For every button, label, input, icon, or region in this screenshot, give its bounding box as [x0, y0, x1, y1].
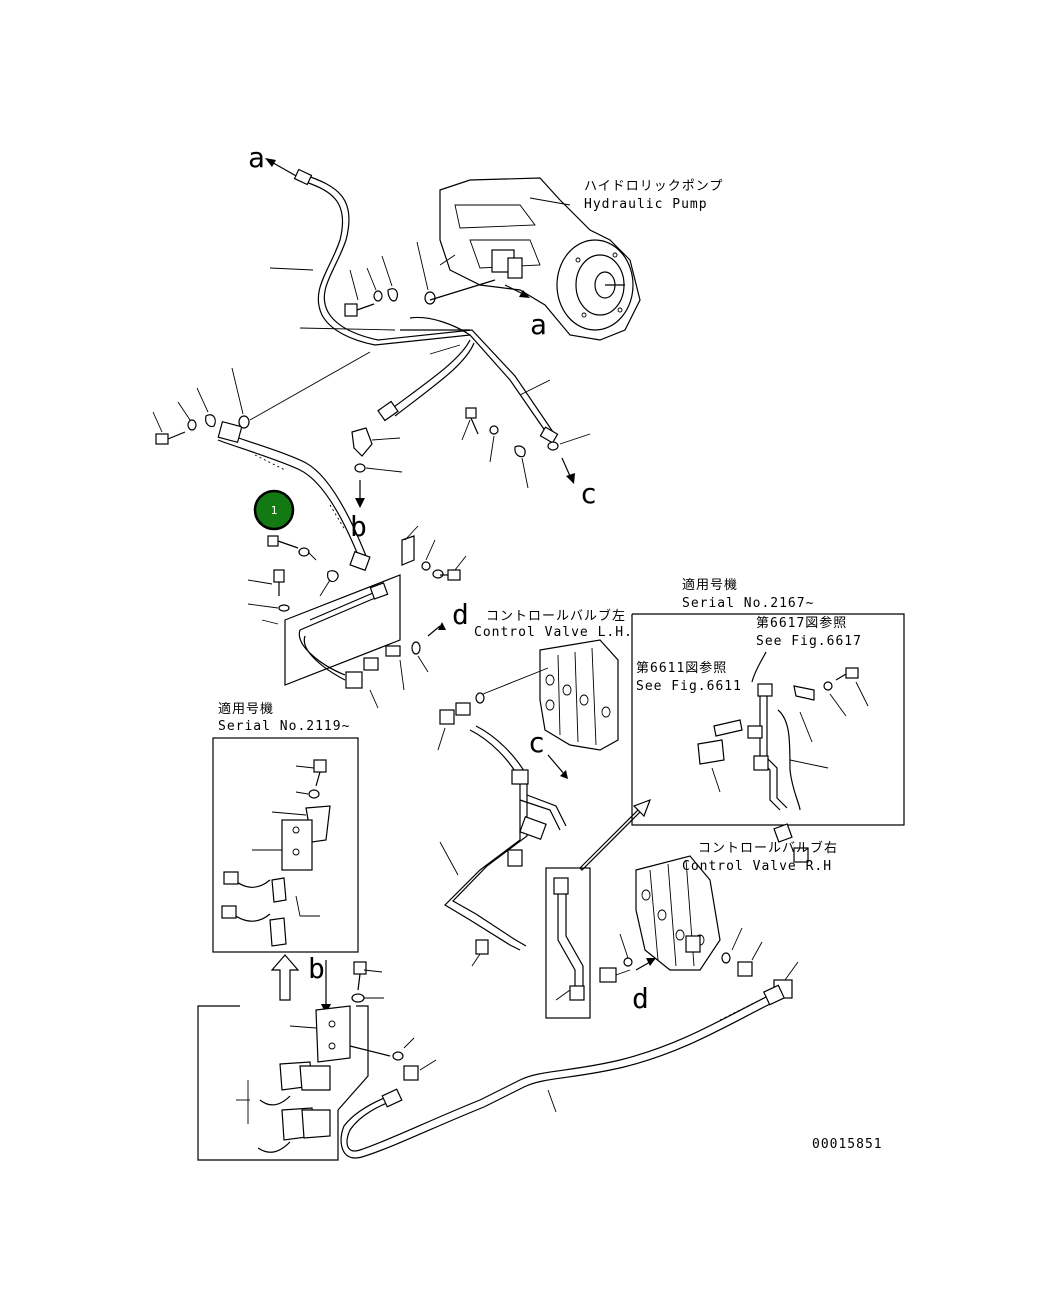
callout-1[interactable]: 1 — [253, 489, 295, 531]
clamp-right-upper — [514, 445, 529, 489]
letter-b-mid: b — [350, 510, 367, 543]
letter-a-top: a — [248, 141, 265, 174]
elbow-fitting-b — [351, 427, 403, 473]
bolt-bracket-3 — [440, 555, 467, 581]
inset-box-serial-2119 — [212, 737, 359, 953]
inset-2119-parts — [221, 759, 331, 947]
washer-bracket-2 — [247, 603, 290, 612]
bolt-bracket-2 — [247, 569, 285, 596]
pipe-box-rh — [545, 867, 591, 1019]
see-6617-label-en: See Fig.6617 — [756, 634, 862, 649]
solenoid-block-bottom — [236, 961, 437, 1153]
oring-top-1 — [416, 241, 436, 305]
control-valve-rh — [635, 855, 721, 971]
hydraulic-pump — [429, 177, 641, 341]
hose-top — [269, 168, 379, 346]
inset-box-serial-2167 — [631, 613, 905, 826]
serial-2167-label-en: Serial No.2167~ — [682, 596, 814, 611]
clamp-left-upper — [196, 387, 216, 428]
hydraulic-pump-label-jp: ハイドロリックポンプ — [584, 179, 723, 194]
letter-c-mid: c — [528, 726, 545, 759]
clamp-bracket-1 — [319, 570, 339, 597]
arrow-a-top — [265, 158, 299, 178]
bolt-left-upper — [152, 411, 186, 445]
arrow-to-inset-2167 — [579, 798, 652, 871]
letter-c-right: c — [580, 477, 597, 510]
letter-d-low: d — [632, 982, 649, 1015]
serial-2119-label-en: Serial No.2119~ — [218, 719, 350, 734]
control-valve-rh-label-jp: コントロールバルブ右 — [698, 840, 838, 856]
pipe-left-upper — [217, 420, 371, 572]
control-valve-rh-label-en: Control Valve R.H — [682, 859, 832, 874]
control-valve-lh-label-en: Control Valve L.H. — [474, 625, 633, 640]
bolt-top-1 — [344, 269, 375, 317]
serial-2167-label-jp: 適用号機 — [682, 577, 738, 593]
serial-2119-label-jp: 適用号機 — [218, 701, 274, 717]
arrow-c-mid — [547, 754, 568, 779]
see-6611-label-jp: 第6611図参照 — [636, 660, 727, 676]
washer-left-upper — [177, 401, 197, 431]
bracket-assembly — [261, 525, 419, 709]
letter-d-mid: d — [452, 598, 469, 631]
washer-bracket-3 — [421, 539, 444, 579]
pipe-lower-middle — [439, 725, 567, 967]
arrow-to-a-pump — [504, 284, 530, 298]
fitting-lh-port — [437, 692, 485, 751]
bolt-right-upper — [461, 407, 479, 441]
hose-bottom-long — [340, 984, 786, 1159]
oring-left-upper — [231, 351, 371, 429]
fitting-d-mid — [385, 622, 446, 691]
pipe-upper-cross — [299, 316, 554, 436]
hydraulic-pump-label-en: Hydraulic Pump — [584, 197, 708, 212]
letter-a-pump: a — [530, 308, 547, 341]
box-bottom-left — [197, 1005, 369, 1161]
arrow-up-2119 — [270, 954, 300, 1001]
see-6617-label-jp: 第6617図参照 — [756, 615, 847, 631]
control-valve-lh-label-jp: コントロールバルブ左 — [486, 608, 626, 624]
arrow-c-right — [561, 457, 575, 484]
arrow-b-mid — [355, 480, 365, 508]
bolt-bracket-1 — [267, 535, 299, 549]
clamp-top-1 — [381, 255, 399, 302]
callout-1-label: 1 — [271, 504, 278, 517]
washer-top-1 — [366, 267, 383, 302]
drawing-number: 00015851 — [812, 1137, 883, 1152]
control-valve-lh — [477, 639, 619, 751]
see-6611-label-en: See Fig.6611 — [636, 679, 742, 694]
washer-right-upper — [489, 425, 499, 463]
washer-bracket-1 — [298, 547, 317, 561]
letter-b-low: b — [308, 952, 325, 985]
inset-2167-parts — [697, 651, 869, 863]
fitting-c-upper — [539, 426, 591, 451]
